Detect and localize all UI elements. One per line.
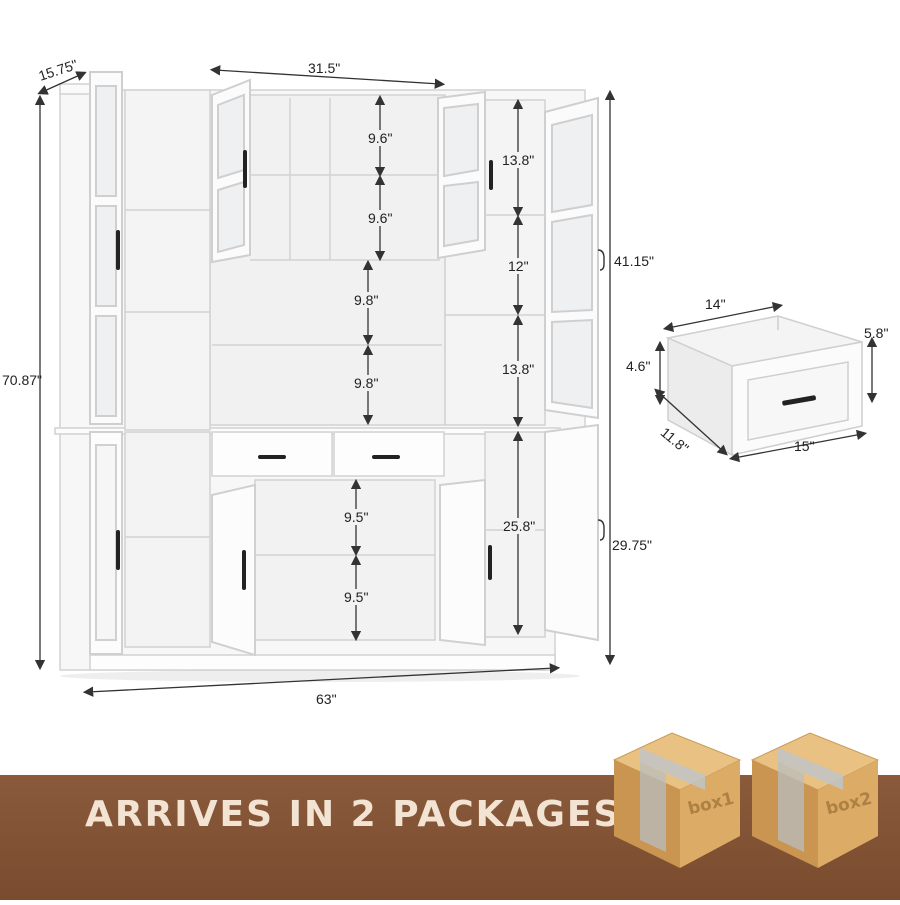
arrival-banner [0, 775, 900, 900]
dim-center-mid-2: 9.8" [354, 375, 379, 391]
dim-lower-height: 29.75" [612, 537, 653, 553]
drawer-right [333, 431, 445, 477]
dim-center-lower-1: 9.5" [344, 509, 369, 525]
dim-total-height: 70.87" [2, 372, 43, 388]
drawer-detail [665, 315, 863, 457]
dim-right-upper-1: 13.8" [502, 152, 535, 168]
dim-right-upper-2: 12" [508, 258, 529, 274]
dim-right-lower: 25.8" [503, 518, 536, 534]
drawer-handle-icon [372, 455, 400, 459]
dim-total-width: 63" [316, 691, 337, 707]
dim-center-top-1: 9.6" [368, 130, 393, 146]
dim-center-lower-2: 9.5" [344, 589, 369, 605]
dim-right-upper-3: 13.8" [502, 361, 535, 377]
banner-text: ARRIVES IN 2 PACKAGES [85, 794, 622, 835]
dimension-lines [34, 65, 616, 697]
glass-doors [89, 71, 599, 425]
drawer-handle-icon [258, 455, 286, 459]
dim-upper-height: 41.15" [614, 253, 655, 269]
drawer-dimension-lines [654, 301, 878, 463]
cabinet [54, 83, 586, 682]
dim-center-mid-1: 9.8" [354, 292, 379, 308]
dim-upper-width: 31.5" [308, 60, 341, 76]
drawer-width-front: 15" [794, 438, 815, 454]
drawer-handle-icon [782, 395, 816, 406]
drawer-height-front: 5.8" [864, 325, 889, 341]
door-handle-icons [116, 150, 493, 590]
drawer-left [211, 431, 333, 477]
drawer-width-back: 14" [705, 296, 726, 312]
braces [597, 249, 605, 541]
dim-center-top-2: 9.6" [368, 210, 393, 226]
drawer-height-side: 4.6" [626, 358, 651, 374]
